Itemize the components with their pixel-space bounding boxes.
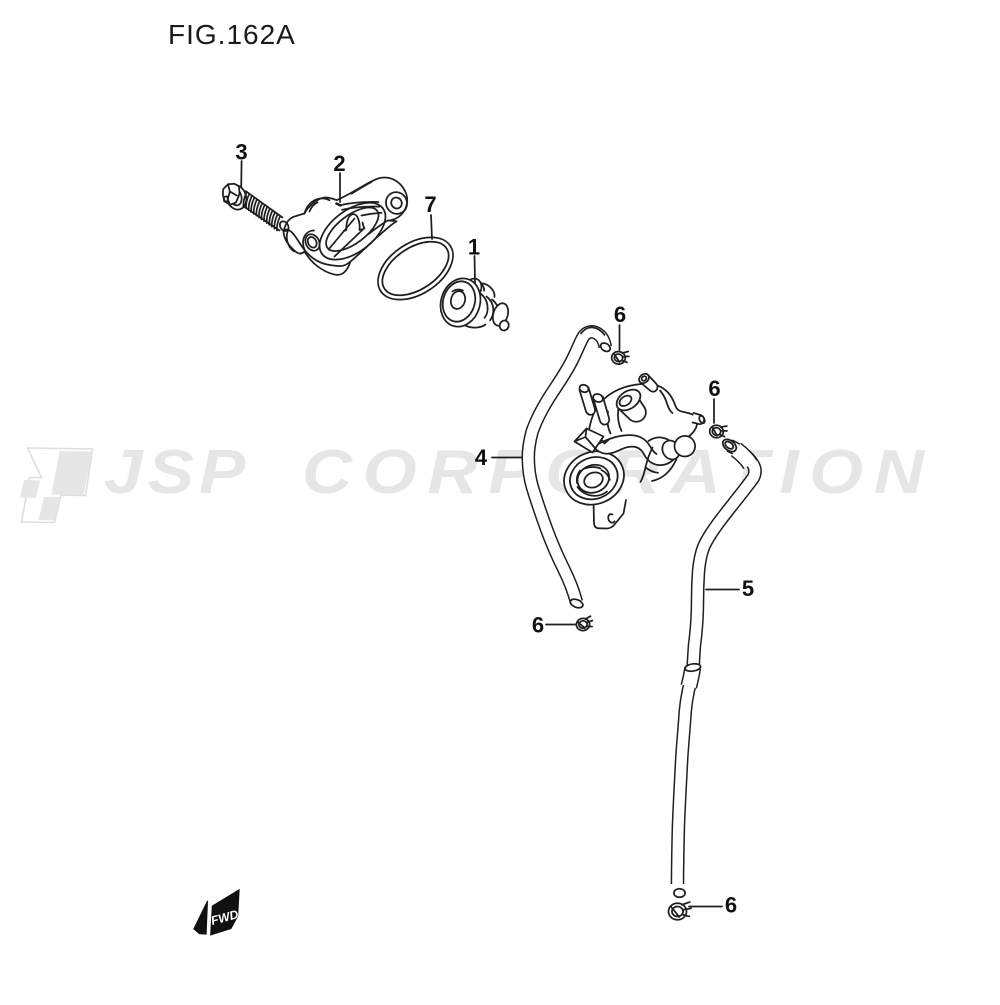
- svg-text:6: 6: [725, 893, 737, 918]
- svg-text:JSP: JSP: [104, 436, 250, 506]
- svg-text:5: 5: [742, 576, 754, 601]
- svg-text:3: 3: [235, 140, 247, 165]
- svg-text:2: 2: [333, 151, 345, 176]
- svg-text:6: 6: [532, 613, 544, 638]
- svg-text:4: 4: [475, 445, 488, 470]
- svg-text:FIG.162A: FIG.162A: [168, 19, 296, 50]
- svg-text:6: 6: [614, 302, 626, 327]
- svg-text:7: 7: [424, 192, 436, 217]
- svg-text:1: 1: [468, 235, 480, 260]
- svg-text:6: 6: [708, 376, 720, 401]
